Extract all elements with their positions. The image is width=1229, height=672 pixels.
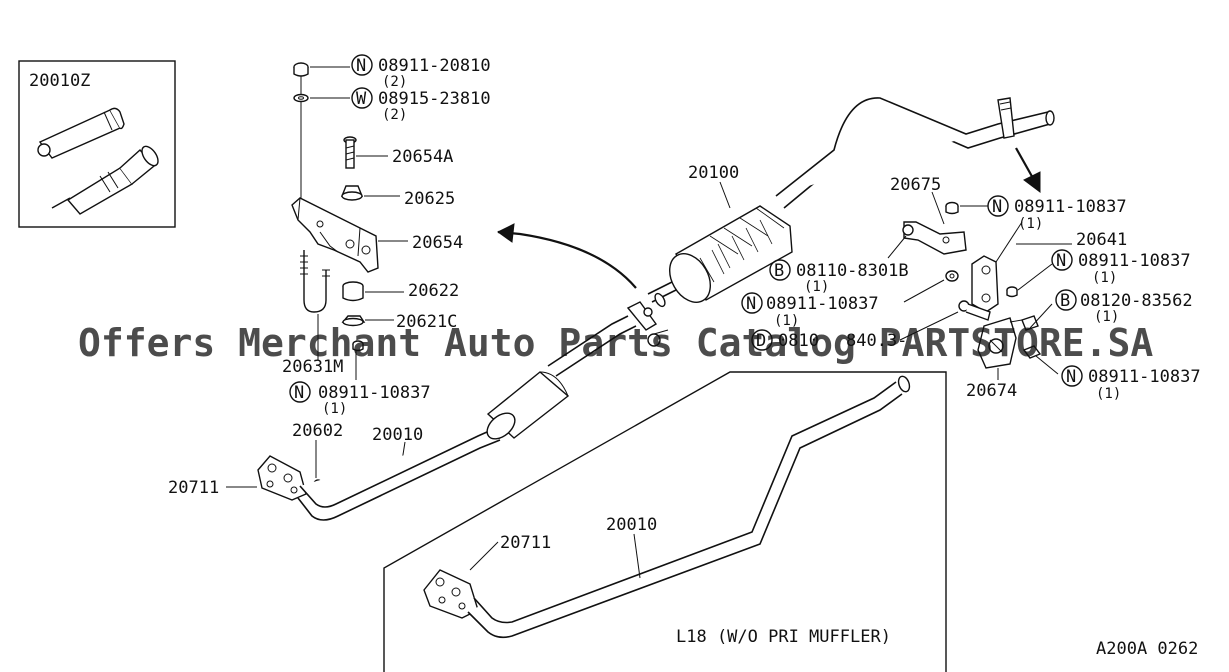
n-lower-label: N 08911-10837 (1) xyxy=(289,381,431,417)
svg-text:08911-10837: 08911-10837 xyxy=(1088,367,1201,387)
right-labels: 20675 N 08911-10837 (1) 20641 N 08911-10… xyxy=(741,175,1201,402)
svg-text:(1): (1) xyxy=(1018,216,1043,232)
mount-c-label: 20621C xyxy=(396,312,457,332)
inset-gasket-label: 20711 xyxy=(500,533,551,553)
svg-text:(1): (1) xyxy=(774,313,799,329)
pipe-clamp-icon xyxy=(626,301,669,347)
hanger-bottom-icon xyxy=(977,317,1017,369)
clamp-label: 20602 xyxy=(292,421,343,441)
hanger-bracket-icon xyxy=(291,197,379,273)
hanger-bottom-label: 20674 xyxy=(966,381,1017,401)
svg-text:08911-10837: 08911-10837 xyxy=(318,383,431,403)
inset-caption: L18 (W/O PRI MUFFLER) xyxy=(676,627,891,647)
sealant-syringe-icon xyxy=(51,145,159,215)
nut-right-mid-icon xyxy=(1006,286,1018,298)
svg-text:N: N xyxy=(746,294,756,314)
sealant-inset: 20010Z xyxy=(18,60,176,228)
svg-text:(2): (2) xyxy=(382,74,407,90)
svg-text:N: N xyxy=(1066,367,1076,387)
n-nut-top-label: N 08911-20810 (2) xyxy=(351,54,491,90)
mount-washer-icon xyxy=(341,315,366,327)
svg-text:W: W xyxy=(356,89,367,109)
left-labels: N 08911-20810 (2) W 08915-23810 (2) 2065… xyxy=(168,54,491,498)
b-bolt-2-label: B 08120-83562 (1) xyxy=(1055,289,1193,325)
svg-text:D: D xyxy=(756,331,766,351)
svg-text:N: N xyxy=(1056,251,1066,271)
svg-text:08911-10837: 08911-10837 xyxy=(766,294,879,314)
bracket-label: 20654 xyxy=(412,233,463,253)
n-center-label: N 08911-10837 (1) xyxy=(741,292,879,329)
svg-text:08911-20810: 08911-20810 xyxy=(378,56,491,76)
svg-text:(1): (1) xyxy=(1096,386,1121,402)
nut-top-icon xyxy=(293,62,309,77)
watermark: Offers Merchant Auto Parts Catalog PARTS… xyxy=(78,321,1153,365)
w-washer-label: W 08915-23810 (2) xyxy=(351,87,491,123)
svg-text:(1): (1) xyxy=(1092,270,1117,286)
svg-text:(2): (2) xyxy=(382,107,407,123)
bracket-right-label: 20641 xyxy=(1076,230,1127,250)
hanger-top-label: 20675 xyxy=(890,175,941,195)
right-hanger-assembly xyxy=(902,201,1042,369)
leader-lines-left xyxy=(226,66,408,488)
bolt-label: 20654A xyxy=(392,147,453,167)
main-exhaust-pipe xyxy=(257,281,677,521)
svg-text:B: B xyxy=(1060,291,1070,311)
arrow-to-tailpipe xyxy=(1015,147,1041,193)
front-pipe-label: 20010 xyxy=(372,425,423,445)
partial-d-label: D 0810 xyxy=(751,329,819,351)
inset-flange-icon xyxy=(423,569,479,619)
right-bracket-icon xyxy=(971,255,999,313)
leader-lines-right xyxy=(887,191,1072,380)
n-right-bottom-label: N 08911-10837 (1) xyxy=(1061,365,1201,402)
svg-text:N: N xyxy=(356,56,366,76)
bolt-icon xyxy=(343,136,357,169)
l18-inset: 20711 20010 L18 (W/O PRI MUFFLER) xyxy=(383,371,947,672)
muffler-label: 20100 xyxy=(688,163,739,183)
svg-text:08911-10837: 08911-10837 xyxy=(1078,251,1191,271)
hanger-top-icon xyxy=(902,221,967,255)
washer-center-icon xyxy=(945,270,959,282)
svg-text:B: B xyxy=(774,261,784,281)
n-right-mid-label: N 08911-10837 (1) xyxy=(1051,249,1191,286)
svg-text:08911-10837: 08911-10837 xyxy=(1014,197,1127,217)
diagram-code: A200A 0262 xyxy=(1096,639,1198,659)
hanger-rod-label: 20631M xyxy=(282,357,343,377)
svg-text:08110-8301B: 08110-8301B xyxy=(796,261,909,281)
inset-part-label: 20010Z xyxy=(29,71,90,91)
bolt-right-icon xyxy=(1009,315,1039,331)
hanger-rod-icon xyxy=(300,250,330,313)
sealant-tube-icon xyxy=(37,107,125,159)
svg-text:(1): (1) xyxy=(322,401,347,417)
svg-text:0810: 0810 xyxy=(778,331,819,351)
left-hanger-assembly xyxy=(291,62,379,352)
n-right-top-label: N 08911-10837 (1) xyxy=(987,195,1127,232)
b-bolt-1-label: B 08110-8301B (1) xyxy=(769,259,909,295)
insulator-label: 20625 xyxy=(404,189,455,209)
bolt-lower-icon xyxy=(958,300,991,321)
insulator-icon xyxy=(340,185,364,201)
svg-text:N: N xyxy=(992,197,1002,217)
muffler-icon xyxy=(669,97,1055,303)
nut-right-bottom-icon xyxy=(1022,345,1042,359)
gasket-left-label: 20711 xyxy=(168,478,219,498)
partial-center-label: 840.3- xyxy=(846,331,907,351)
pre-muffler-icon xyxy=(486,371,570,440)
mount-rubber-icon xyxy=(342,281,364,302)
nut-right-top-icon xyxy=(945,201,959,215)
svg-text:08915-23810: 08915-23810 xyxy=(378,89,491,109)
arrow-to-bracket xyxy=(497,223,637,289)
svg-text:N: N xyxy=(294,383,304,403)
svg-text:(1): (1) xyxy=(1094,309,1119,325)
svg-text:(1): (1) xyxy=(804,279,829,295)
svg-text:08120-83562: 08120-83562 xyxy=(1080,291,1193,311)
inset-pipe-label: 20010 xyxy=(606,515,657,535)
mount-rubber-label: 20622 xyxy=(408,281,459,301)
washer-icon xyxy=(293,93,309,103)
nut-lower-icon xyxy=(352,340,364,352)
